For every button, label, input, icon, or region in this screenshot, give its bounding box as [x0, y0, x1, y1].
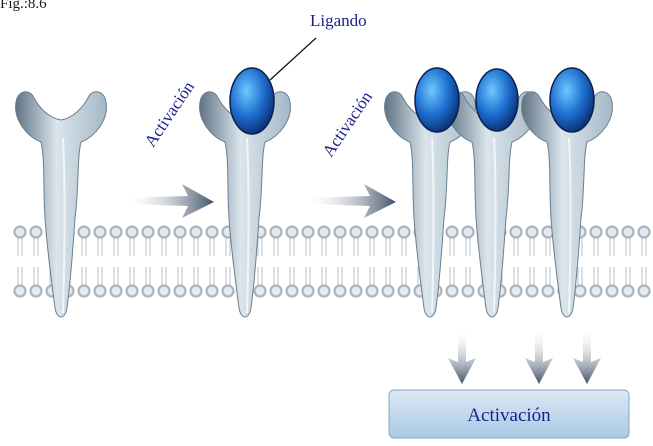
lipid-molecule — [543, 227, 554, 297]
lipid-molecule — [111, 227, 122, 297]
lipid-molecule — [319, 227, 330, 297]
lipid-molecule — [303, 227, 314, 297]
lipid-molecule — [607, 227, 618, 297]
lipid-molecule — [639, 227, 650, 297]
lipid-molecule — [79, 227, 90, 297]
ligand-label: Ligando — [310, 11, 367, 30]
figure-label: Fig.:8.6 — [0, 0, 47, 13]
lipid-molecule — [383, 227, 394, 297]
lipid-molecule — [623, 227, 634, 297]
ligand-sphere-icon — [230, 68, 274, 134]
activation-label-1: Activación — [141, 77, 199, 150]
lipid-molecule — [271, 227, 282, 297]
lipid-molecule — [15, 227, 26, 297]
arrow-icon — [310, 184, 396, 218]
lipid-molecule — [367, 227, 378, 297]
lipid-molecule — [591, 227, 602, 297]
lipid-molecule — [335, 227, 346, 297]
lipid-molecule — [351, 227, 362, 297]
lipid-molecule — [191, 227, 202, 297]
ligand-sphere-icon — [550, 68, 594, 132]
activation-label-2: Activación — [319, 87, 377, 160]
lipid-molecule — [463, 227, 474, 297]
lipid-molecule — [159, 227, 170, 297]
ligand-sphere-icon — [476, 69, 518, 131]
arrow-icon — [448, 330, 476, 384]
arrow-icon — [573, 330, 601, 384]
lipid-molecule — [207, 227, 218, 297]
lipid-molecule — [287, 227, 298, 297]
receptor-inactive — [16, 92, 107, 317]
activation-result-label: Activación — [467, 405, 551, 426]
lipid-molecule — [143, 227, 154, 297]
lipid-molecule — [511, 227, 522, 297]
lipid-molecule — [447, 227, 458, 297]
lipid-molecule — [95, 227, 106, 297]
arrow-icon — [128, 184, 214, 218]
lipid-molecule — [175, 227, 186, 297]
ligand-pointer-line — [270, 38, 316, 80]
lipid-molecule — [399, 227, 410, 297]
lipid-molecule — [527, 227, 538, 297]
lipid-molecule — [127, 227, 138, 297]
ligand-sphere-icon — [415, 68, 459, 132]
arrow-icon — [525, 330, 553, 384]
lipid-molecule — [31, 227, 42, 297]
